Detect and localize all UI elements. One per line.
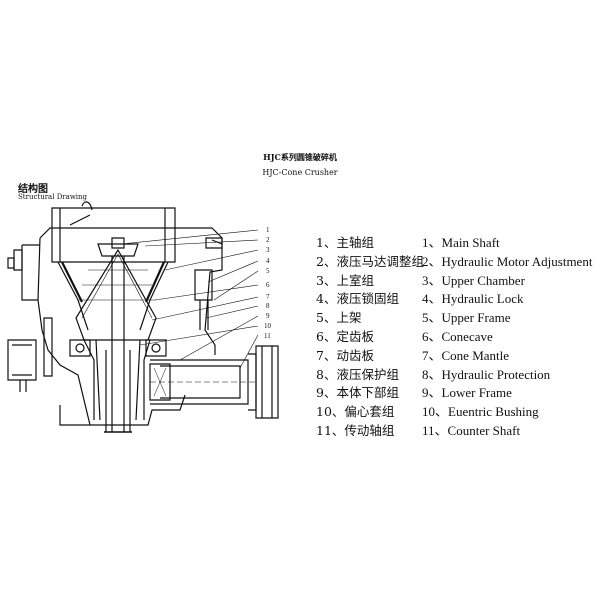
legend-row-en: 3、Upper Chamber [422,272,525,288]
legend-row-en: 4、Hydraulic Lock [422,291,524,307]
legend-row-cn: 11、传动轴组 [316,422,395,438]
drive-flange [255,345,279,419]
eccentric-bushing [95,339,141,421]
callout-6: 6 [266,281,270,289]
callout-8: 8 [266,302,270,310]
callout-1: 1 [266,226,270,234]
legend-row-en: 6、Conecave [422,328,493,344]
callout-9: 9 [266,312,270,320]
callout-5: 5 [266,267,270,275]
drawing-title-en: HJC-Cone Crusher [262,168,338,177]
pinion-gear [149,363,171,401]
callout-3: 3 [266,246,270,254]
legend-row-cn: 4、液压锁固组 [316,291,399,307]
main-shaft [111,256,125,432]
callout-11: 11 [264,332,271,340]
legend-row-cn: 3、上室组 [316,272,374,288]
legend-row-cn: 7、动齿板 [316,347,374,363]
legend-row-cn: 1、主轴组 [316,235,374,250]
structure-label-cn: 结构图 [18,184,48,195]
legend-row-cn: 6、定齿板 [316,328,374,344]
legend-row-en: 7、Cone Mantle [422,347,510,363]
drawing-title-cn: HJC系列圆锥破碎机 [263,152,337,162]
upper-frame-outline [39,227,223,355]
structure-label-en: Structural Drawing [18,193,88,201]
legend-row-cn: 5、上架 [316,310,362,326]
legend-row-en: 2、Hydraulic Motor Adjustment [422,253,593,269]
callout-leaders [121,229,259,369]
cone-crusher-cross-section: 1 2 3 4 5 6 7 8 9 10 11 [7,201,279,433]
legend-row-cn: 10、偏心套组 [316,404,395,420]
frame-left-outline [37,237,186,426]
legend-english: 1、Main Shaft 2、Hydraulic Motor Adjustmen… [422,234,592,441]
callout-4: 4 [266,257,270,265]
legend-row-en: 10、Euentric Bushing [422,404,539,420]
legend-row-en: 11、Counter Shaft [422,422,521,438]
legend-row-cn: 9、本体下部组 [316,385,399,401]
countershaft-housing [150,359,249,405]
legend-row-en: 1、Main Shaft [422,235,500,250]
callout-numbers: 1 2 3 4 5 6 7 8 9 10 11 [264,226,272,340]
cone-mantle [75,248,157,341]
legend-row-cn: 2、液压马达调整组 [316,253,424,269]
legend-row-en: 8、Hydraulic Protection [422,366,551,382]
hydraulic-lock-cylinder [194,269,213,301]
feed-hopper [51,207,176,263]
legend-row-en: 9、Lower Frame [422,385,512,401]
concave-liner [57,261,169,331]
legend-chinese: 1、主轴组 2、液压马达调整组 3、上室组 4、液压锁固组 5、上架 6、定齿板… [316,234,424,441]
legend-row-cn: 8、液压保护组 [316,366,399,382]
callout-7: 7 [266,293,270,301]
callout-10: 10 [264,322,272,330]
legend-row-en: 5、Upper Frame [422,310,511,326]
callout-2: 2 [266,236,270,244]
